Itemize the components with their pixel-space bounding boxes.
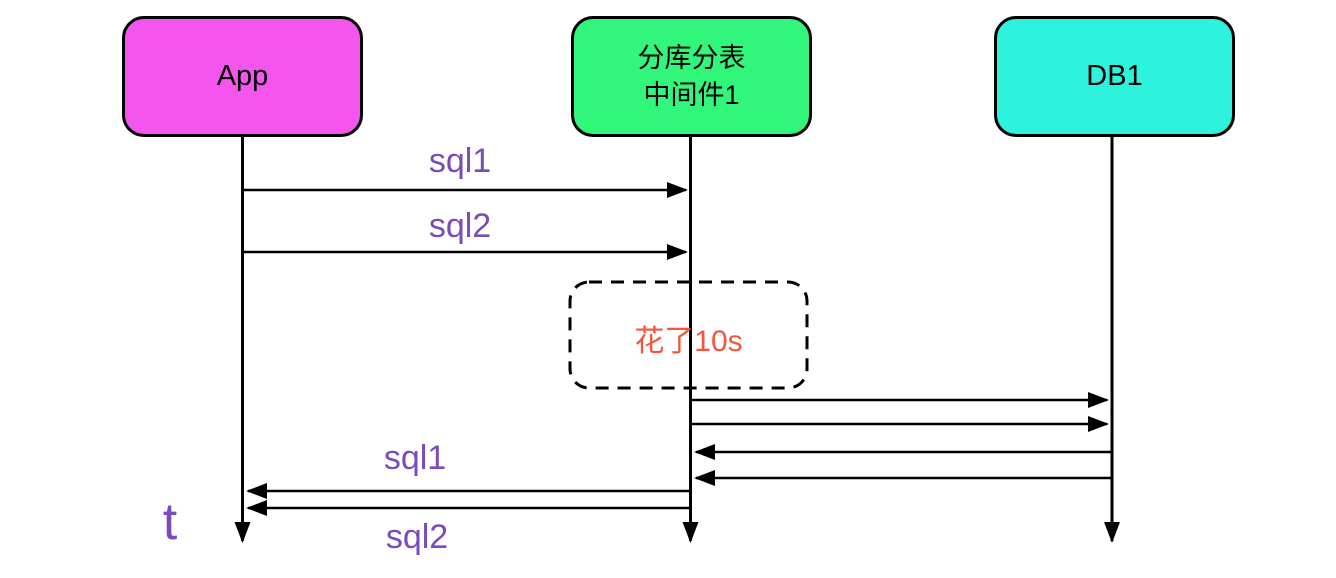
actor-middleware: 分库分表 中间件1 [571,16,812,137]
duration-note-box [568,280,809,390]
actor-app: App [122,16,363,137]
actor-db: DB1 [994,16,1235,137]
actor-db-label: DB1 [1086,59,1143,92]
label-sql2-request: sql2 [428,207,492,245]
actor-middleware-label-line2: 中间件1 [643,79,740,110]
label-sql1-response: sql1 [383,439,447,477]
actor-app-label: App [216,59,269,92]
label-sql1-request: sql1 [428,142,492,180]
actor-middleware-label: 分库分表 中间件1 [638,40,746,113]
duration-annotation: 花了10s [634,325,743,358]
actor-middleware-label-line1: 分库分表 [637,43,746,74]
time-axis-label: t [162,493,178,551]
label-sql2-response: sql2 [385,518,449,556]
